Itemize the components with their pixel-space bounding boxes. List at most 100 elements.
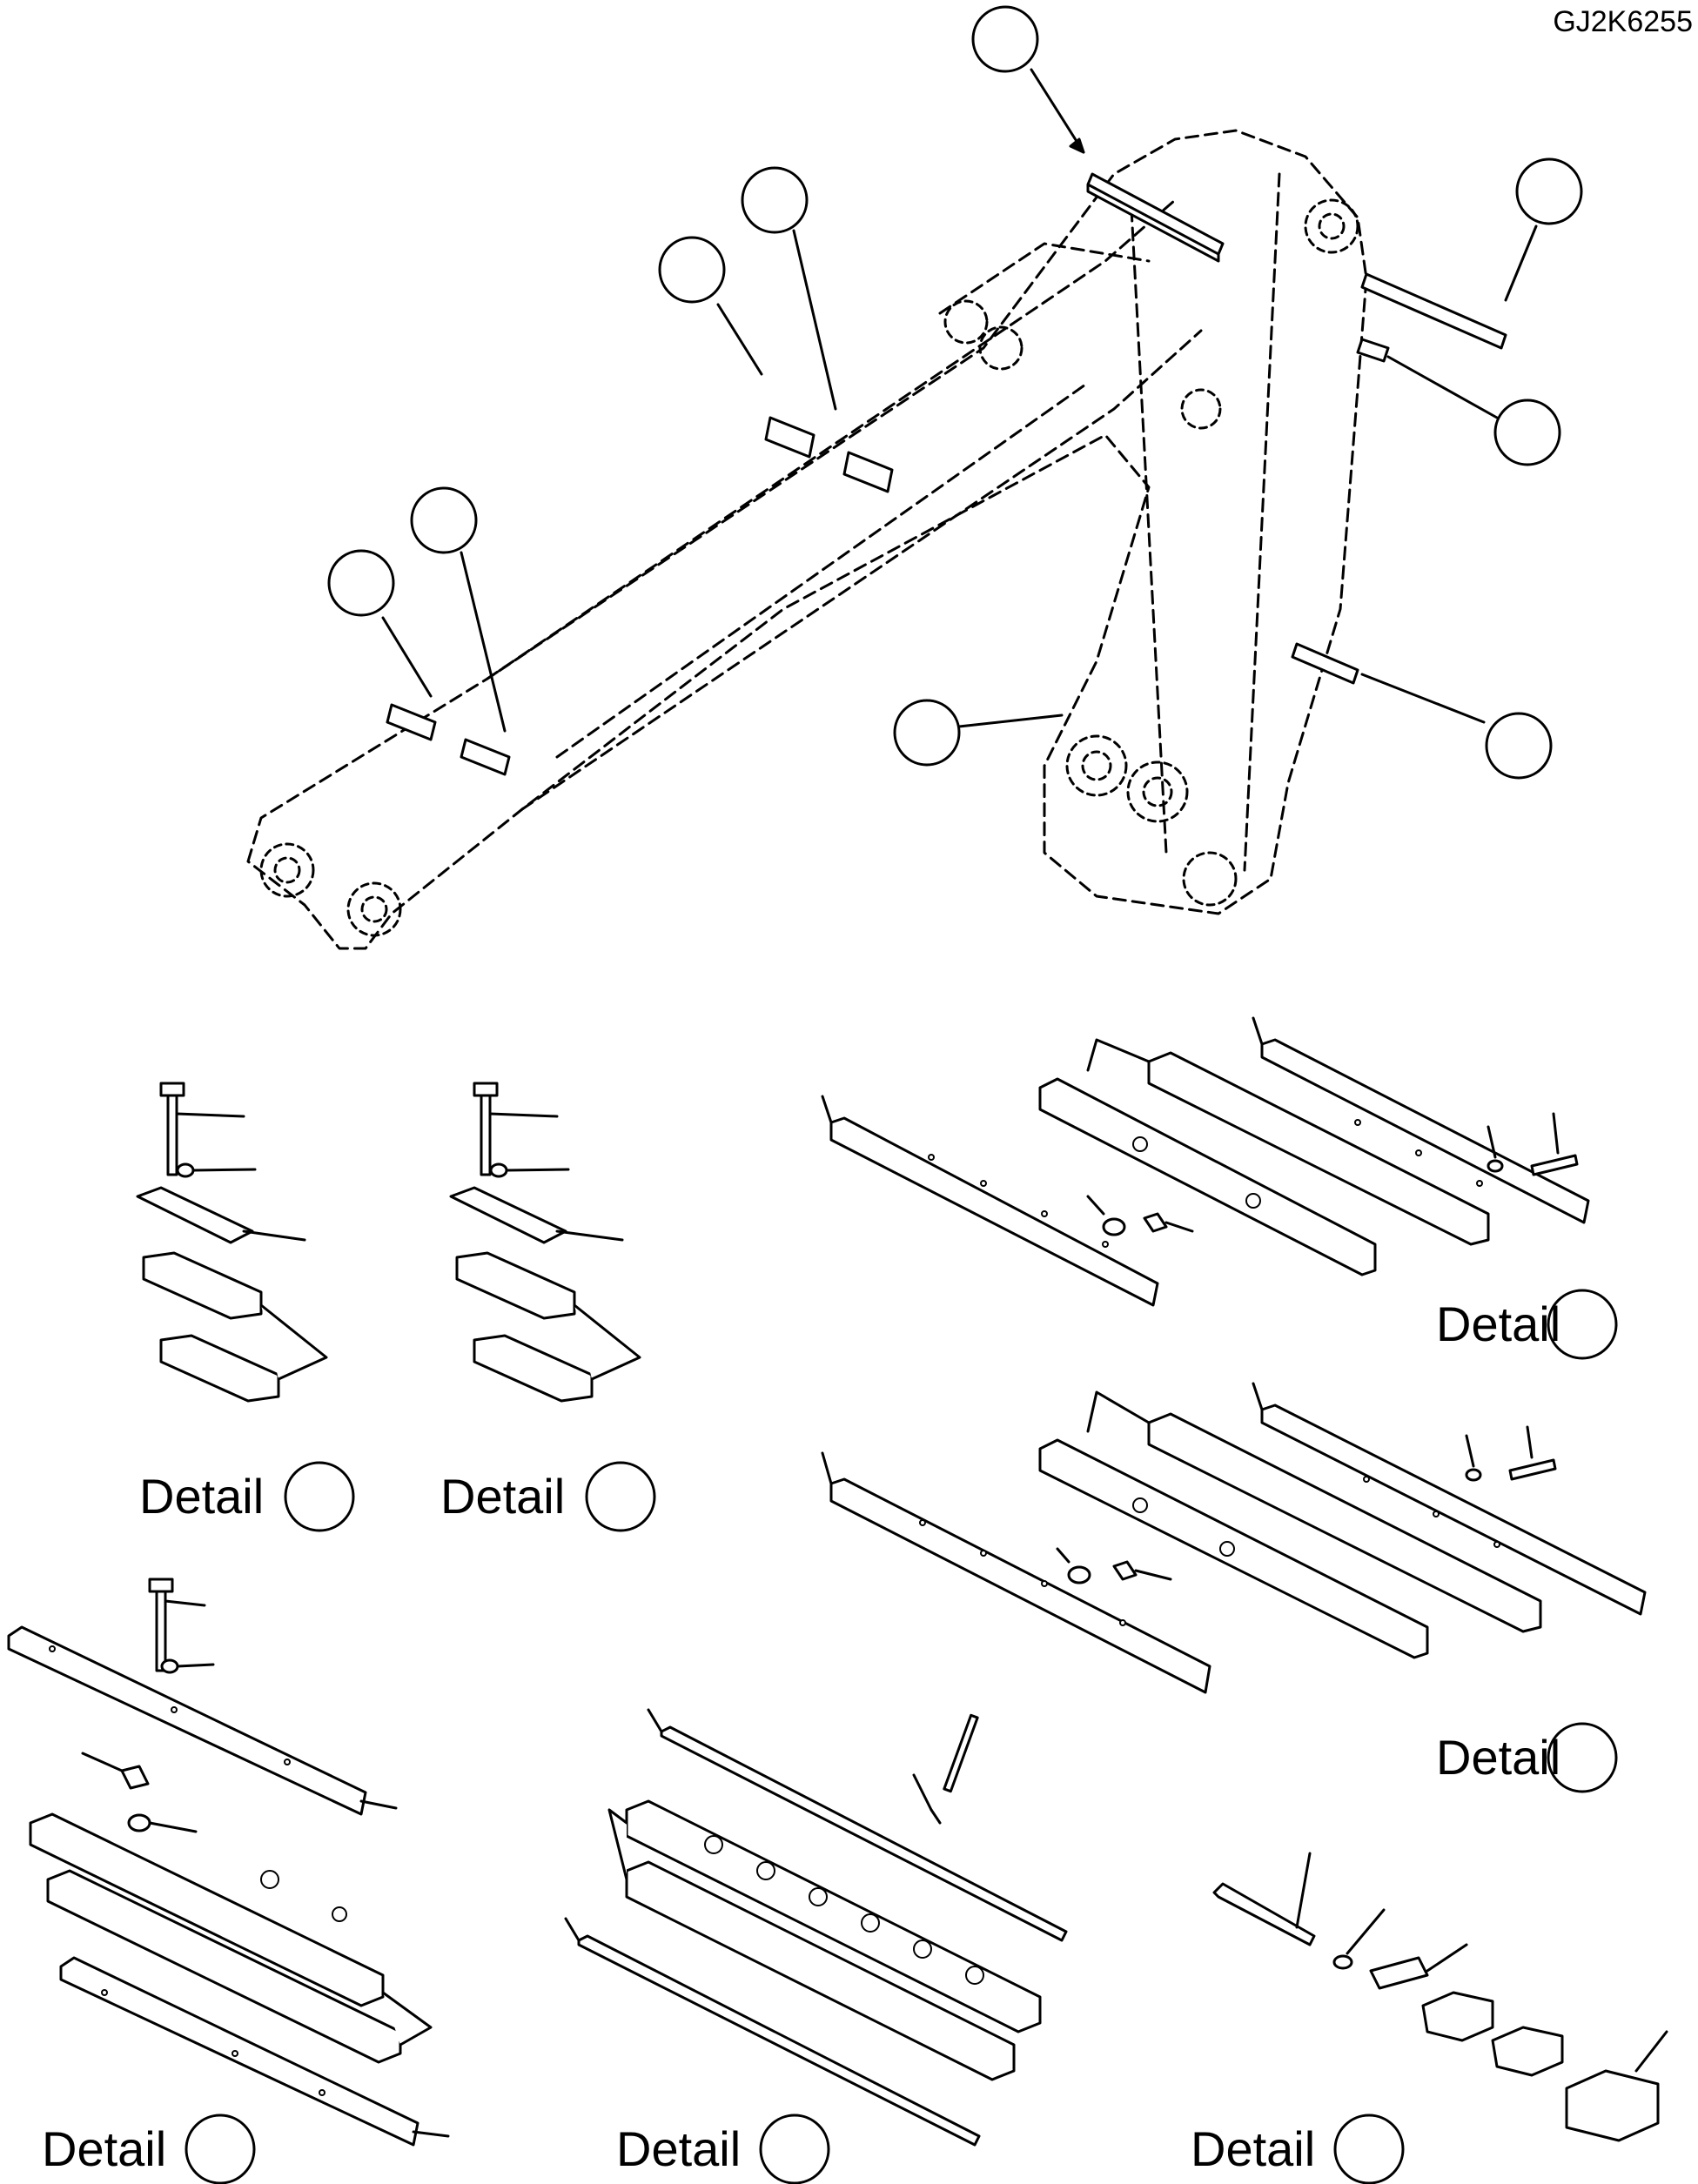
cover-rail: [1260, 1404, 1647, 1616]
washer: [1465, 1468, 1482, 1482]
detail-label: Detail: [139, 1469, 265, 1524]
clamp-lower-half: [1491, 2026, 1564, 2077]
cover-rail: [7, 1625, 367, 1816]
washer: [160, 1658, 179, 1674]
bolt: [120, 1765, 150, 1790]
bolt: [1143, 1212, 1168, 1233]
detail-circle: [1547, 1289, 1618, 1360]
callout-circle: [893, 699, 961, 767]
leader-arrow: [1360, 673, 1486, 724]
clamp-upper-half: [142, 1251, 263, 1320]
leader-arrow: [792, 229, 837, 411]
plate: [449, 1186, 567, 1244]
washer: [1102, 1217, 1126, 1236]
lower-guide: [1291, 642, 1359, 685]
leader-arrow: [1504, 224, 1538, 302]
detail-label: Detail: [1436, 1730, 1561, 1785]
boom-pin-boss: [1126, 760, 1189, 823]
washer: [127, 1813, 151, 1832]
bolt: [166, 1090, 178, 1176]
boom-callouts: [327, 5, 1583, 780]
callout-circle: [410, 486, 478, 554]
clamp-upper-half: [455, 1251, 576, 1320]
clamp-bar-upper: [1147, 1051, 1490, 1246]
detail-small-clamp-c: [1212, 1852, 1668, 2142]
detail-label: Detail: [42, 2121, 167, 2176]
detail-circle: [1333, 2114, 1405, 2184]
cover-rail: [59, 1956, 419, 2147]
boom-pin-boss: [1182, 851, 1238, 907]
boom-pin-boss: [943, 299, 989, 345]
detail-label: Detail: [1436, 1296, 1561, 1351]
callout-circle: [971, 5, 1039, 73]
callout-circle: [1515, 157, 1583, 225]
detail-circle: [585, 1461, 656, 1532]
clamp-block: [764, 416, 815, 459]
detail-long-clamp-b: [821, 1382, 1647, 1694]
end-block: [1565, 2069, 1660, 2142]
clamp-bar-upper: [29, 1812, 385, 2007]
detail-label: Detail: [1191, 2121, 1316, 2176]
long-bolt: [1212, 1882, 1316, 1946]
detail-circle: [284, 1461, 355, 1532]
detail-long-clamp-c: [7, 1578, 450, 2147]
boom-mounted-clamps: [386, 172, 1507, 776]
detail-long-clamp-d: [564, 1708, 1068, 2147]
clamp-bar-lower: [1038, 1077, 1377, 1276]
thin-rail: [660, 1725, 1068, 1942]
bolt: [1112, 1560, 1138, 1581]
washer: [489, 1162, 508, 1178]
detail-clamp-stack-a: [136, 1082, 328, 1403]
bolt: [1530, 1154, 1579, 1176]
boom-pin-boss: [1180, 388, 1222, 430]
clamp-bar-upper: [1147, 1412, 1542, 1633]
detail-circle: [185, 2114, 256, 2184]
callout-circle: [1493, 399, 1561, 466]
side-block: [1356, 338, 1390, 363]
washer: [1067, 1565, 1091, 1584]
clamp-block: [842, 451, 894, 493]
plate: [136, 1186, 254, 1244]
bolt: [155, 1586, 167, 1672]
cover-rail: [829, 1477, 1211, 1694]
bolt: [480, 1090, 492, 1176]
callout-circle: [658, 236, 726, 304]
boom-pin-boss: [259, 842, 315, 898]
detail-circle: [759, 2114, 830, 2184]
boom-pin-boss: [978, 325, 1023, 371]
washer: [1487, 1159, 1504, 1173]
cover-rail: [1260, 1038, 1590, 1224]
side-guide-rail: [1360, 272, 1507, 350]
leader-arrow: [381, 616, 433, 698]
boom-pin-boss: [346, 881, 402, 937]
clamp-upper-half: [1421, 1991, 1494, 2042]
thin-rail: [577, 1934, 981, 2147]
clamp-bar-lower: [46, 1869, 402, 2064]
callout-circle: [327, 549, 395, 617]
clamp-block: [460, 738, 511, 776]
clamp-block: [386, 703, 437, 741]
clamp-bar-lower: [625, 1860, 1016, 2081]
boom-pin-boss: [1065, 734, 1128, 797]
cover-rail: [829, 1116, 1159, 1307]
boom-pin-boss: [1304, 198, 1359, 254]
bolt: [943, 1713, 979, 1793]
top-guide-rail: [1086, 172, 1225, 263]
boom-assembly: [246, 129, 1368, 950]
callout-circle: [1485, 712, 1553, 780]
leader-arrow: [1030, 68, 1085, 154]
boom-outline: [246, 129, 1368, 950]
detail-label: Detail: [440, 1469, 566, 1524]
detail-circle: [1547, 1722, 1618, 1793]
leader-arrow: [1386, 355, 1499, 419]
washer: [1332, 1954, 1353, 1970]
leader-arrow: [716, 303, 763, 376]
detail-reference-circles: [185, 1289, 1618, 2184]
detail-label: Detail: [616, 2121, 742, 2176]
clamp-lower-half: [159, 1334, 280, 1403]
washer: [930, 1808, 942, 1825]
leader-arrow: [460, 551, 507, 733]
drawing-code: GJ2K6255: [1553, 5, 1693, 38]
detail-clamp-stack-b: [449, 1082, 641, 1403]
